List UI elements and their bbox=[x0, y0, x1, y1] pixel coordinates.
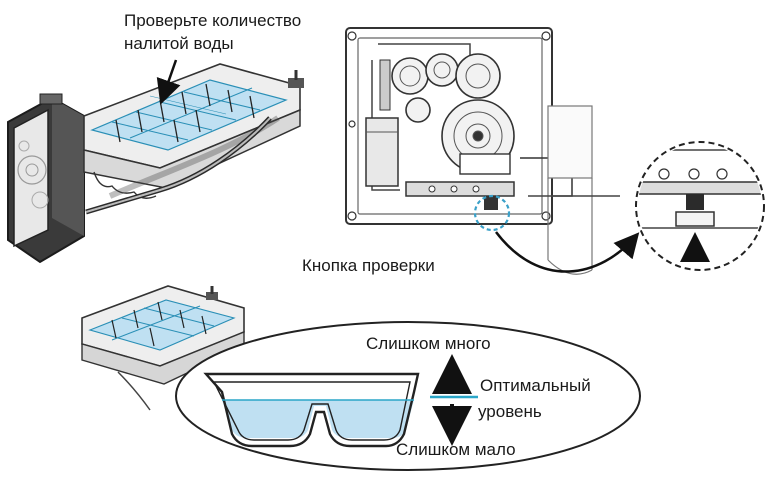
pointer-arrow bbox=[156, 59, 181, 105]
curved-arrow bbox=[495, 231, 640, 273]
tray-illustration bbox=[81, 285, 245, 411]
label-too-much: Слишком много bbox=[366, 334, 491, 353]
magnifier-circle bbox=[635, 141, 765, 271]
label-check-water: Проверьте количество bbox=[124, 11, 302, 30]
tray-cross-section bbox=[203, 372, 420, 448]
label-too-little: Слишком мало bbox=[396, 440, 516, 459]
ice-maker-illustration bbox=[7, 63, 304, 264]
label-test-button: Кнопка проверки bbox=[302, 256, 435, 275]
label-optimal-line2: уровень bbox=[478, 402, 542, 421]
gear-mechanism-illustration bbox=[345, 27, 620, 275]
label-optimal: Оптимальный bbox=[480, 376, 591, 395]
test-button-highlight bbox=[473, 194, 511, 232]
label-check-water-line2: налитой воды bbox=[124, 34, 234, 53]
